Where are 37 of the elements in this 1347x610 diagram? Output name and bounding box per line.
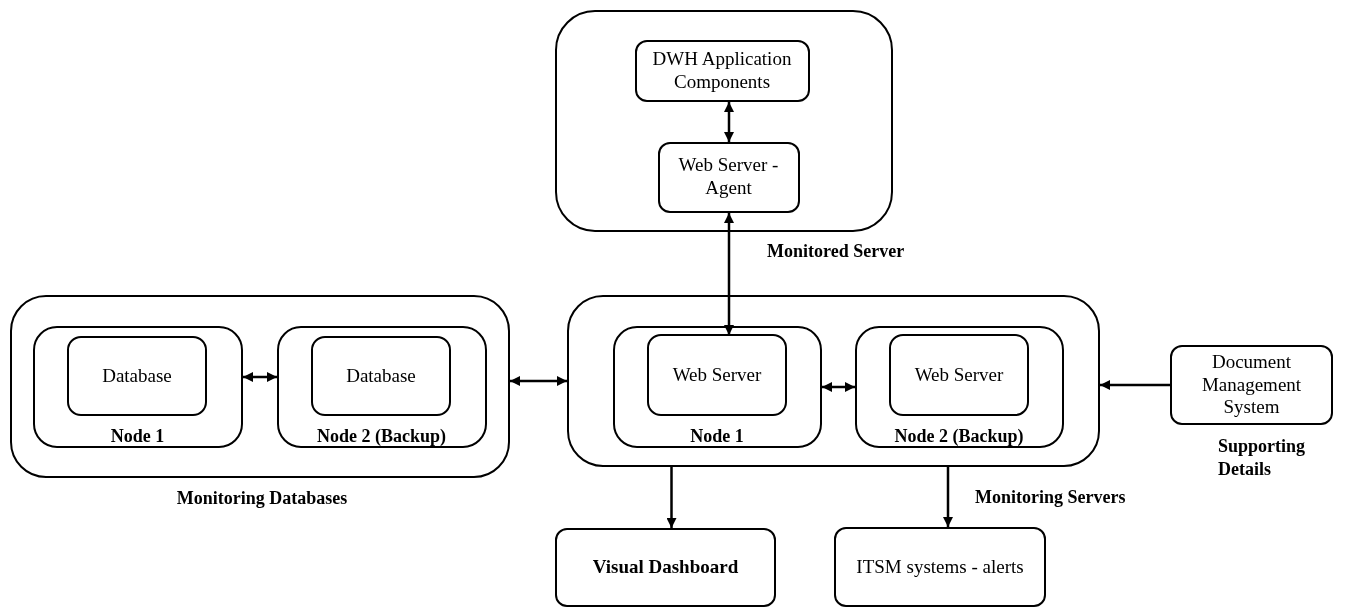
group-heading: Monitored Server	[767, 240, 906, 263]
box-label: Web Server	[914, 363, 1004, 387]
group-heading: Monitoring Databases	[175, 487, 349, 510]
node-box	[32, 325, 243, 448]
box-label: Web Server	[672, 363, 762, 387]
process-box	[657, 141, 800, 213]
arrow	[943, 467, 953, 527]
node-label: Node 2 (Backup)	[893, 425, 1025, 448]
group-heading: Monitoring Servers	[975, 486, 1127, 509]
arrow	[724, 102, 734, 142]
process-box	[555, 528, 776, 607]
side-caption: Supporting Details	[1218, 435, 1307, 482]
process-box	[67, 336, 207, 416]
node-box	[276, 325, 487, 448]
process-box	[889, 334, 1029, 416]
process-box	[647, 334, 787, 416]
box-label: Database	[102, 364, 172, 388]
arrow	[510, 376, 567, 386]
node-label: Node 2 (Backup)	[316, 425, 447, 448]
box-label: Document Management System	[1200, 350, 1303, 420]
node-label: Node 1	[109, 425, 166, 448]
node-label: Node 1	[689, 425, 745, 448]
box-label: Web Server - Agent	[677, 154, 780, 200]
box-label: DWH Application Components	[651, 47, 793, 94]
arrow	[1100, 380, 1170, 390]
node-box	[612, 325, 822, 448]
process-box	[311, 336, 451, 416]
box-label: Database	[346, 364, 416, 388]
node-box	[854, 325, 1064, 448]
box-label: Visual Dashboard	[592, 556, 739, 579]
process-box	[834, 527, 1046, 607]
arrow	[666, 467, 677, 528]
arrow	[822, 382, 855, 392]
arrow	[243, 372, 277, 382]
arrow	[724, 213, 734, 335]
box-label: ITSM systems - alerts	[856, 555, 1024, 579]
process-box	[634, 39, 810, 102]
